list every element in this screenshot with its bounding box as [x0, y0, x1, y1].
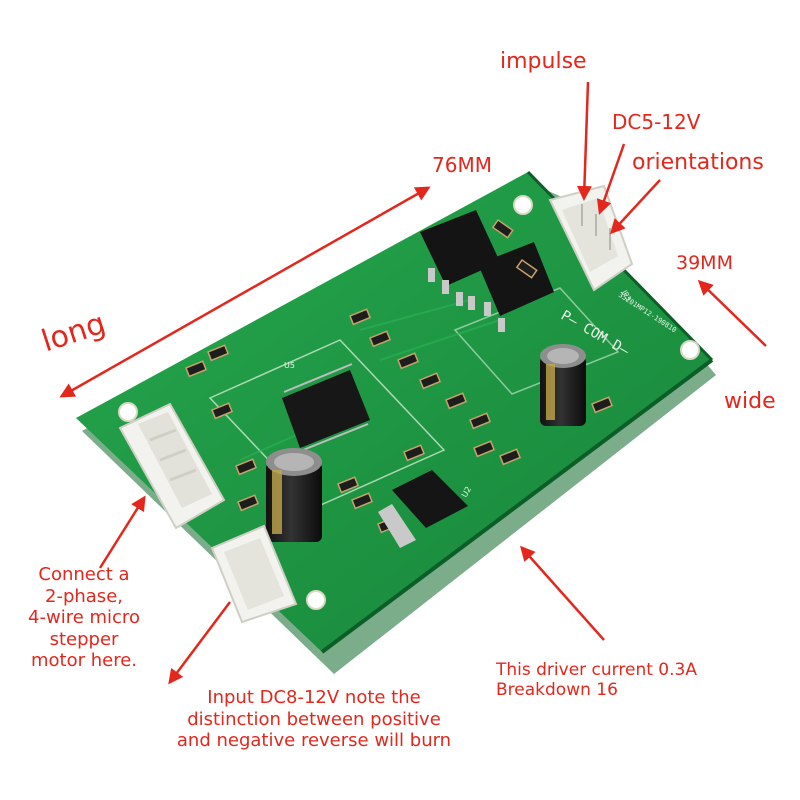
label-dc-5-12v: DC5-12V [612, 110, 701, 134]
signal-connector [548, 184, 634, 292]
label-motor-note: Connect a 2-phase, 4-wire micro stepper … [28, 564, 140, 672]
label-width-mm: 39MM [676, 252, 733, 274]
capacitor-small [540, 344, 586, 426]
silk-u5: U5 [284, 361, 295, 370]
power-connector [210, 524, 298, 624]
label-length-mm: 76MM [432, 153, 492, 177]
annotation-arrows [59, 81, 767, 685]
label-driver-note: This driver current 0.3A Breakdown 16 [496, 660, 697, 701]
label-power-note: Input DC8-12V note the distinction betwe… [176, 687, 452, 752]
voltage-regulator-u2 [378, 470, 468, 548]
label-orientations: orientations [632, 150, 764, 175]
capacitor-large [266, 448, 322, 542]
motor-connector [118, 402, 226, 530]
label-impulse: impulse [500, 49, 587, 74]
optocoupler [420, 210, 554, 332]
label-wide: wide [724, 389, 776, 414]
